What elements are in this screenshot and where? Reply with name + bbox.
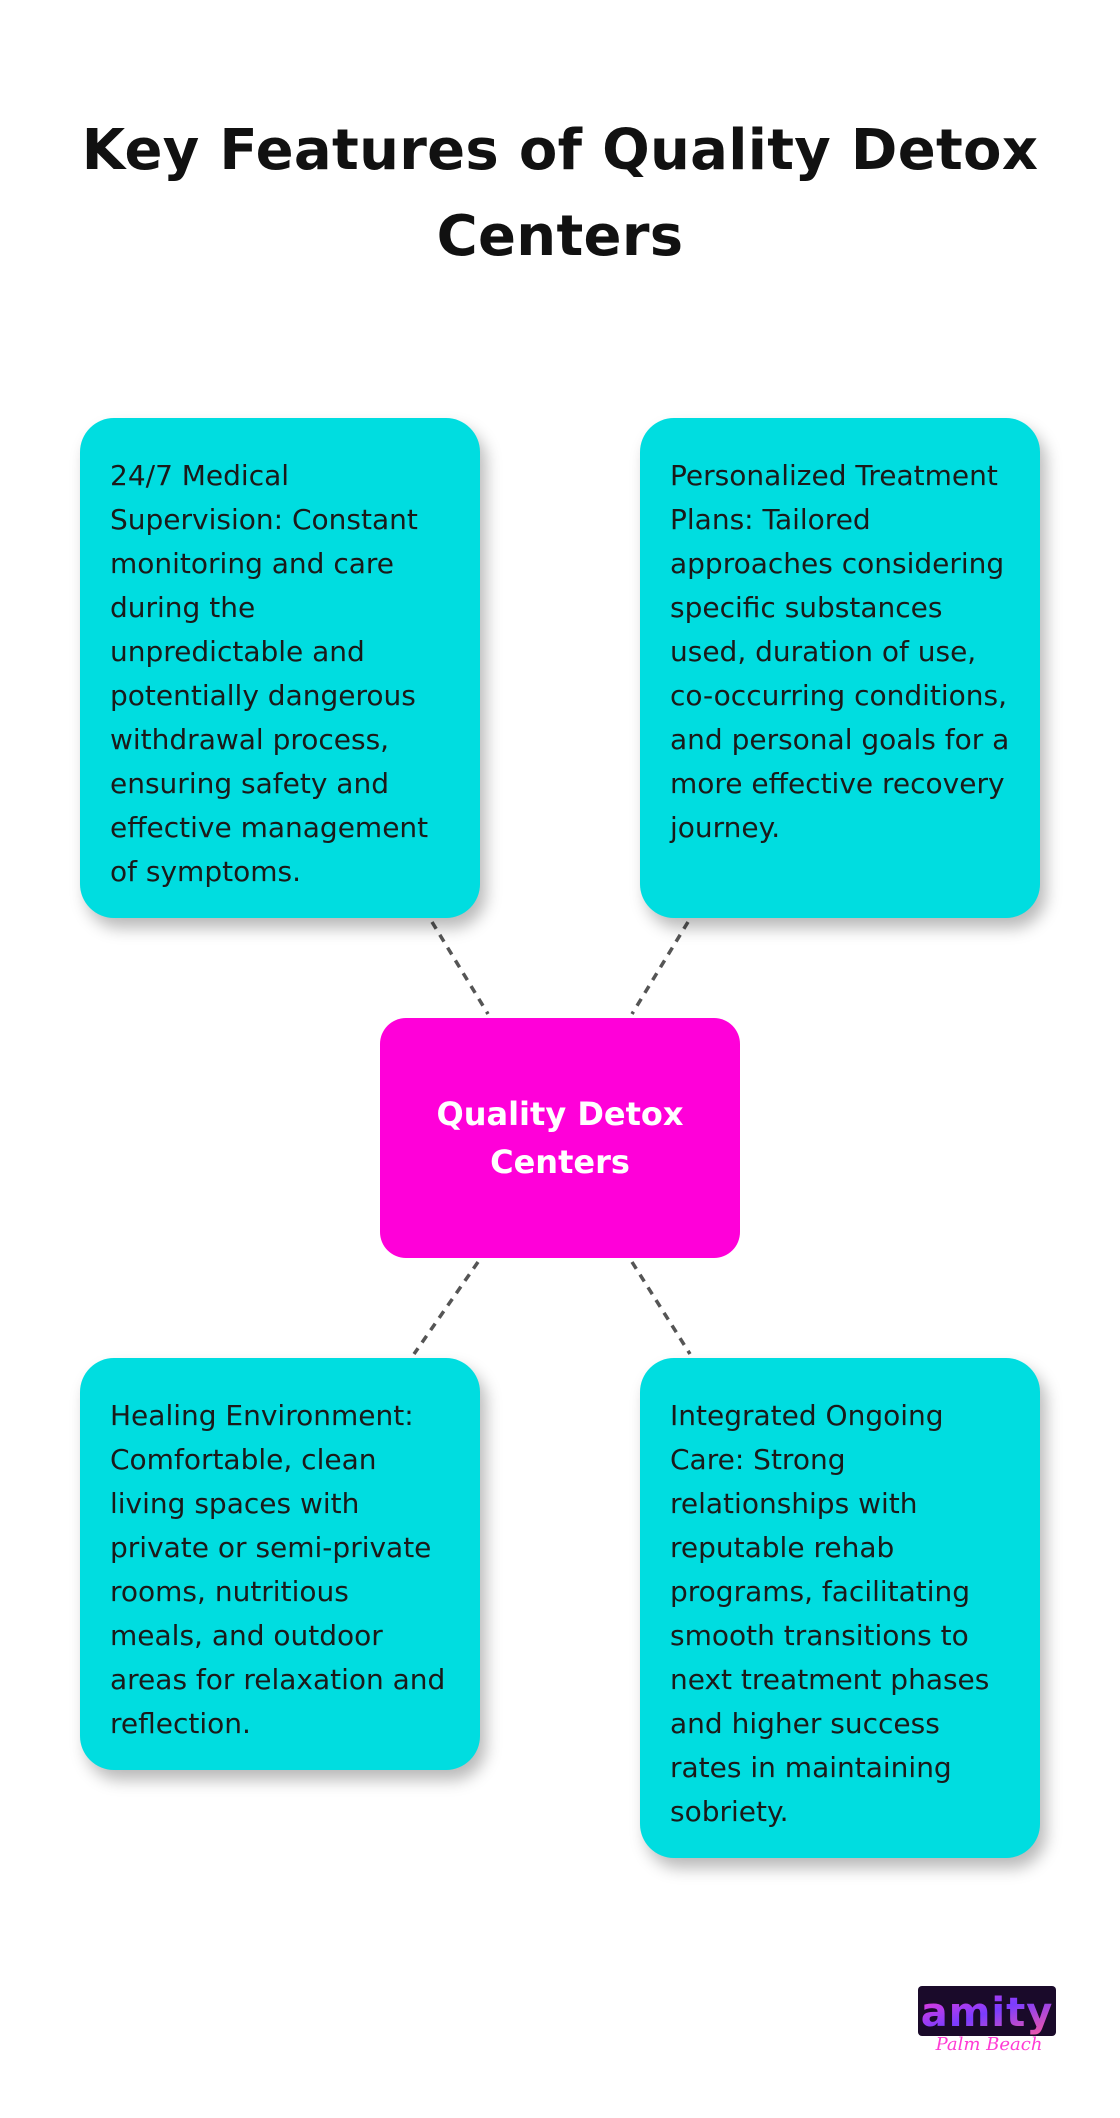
feature-card-text: Integrated Ongoing Care: Strong relation… xyxy=(670,1399,990,1828)
feature-card-healing-environment: Healing Environment: Comfortable, clean … xyxy=(80,1358,480,1770)
logo-brand: amity xyxy=(921,1990,1054,2036)
connector-bottom-right xyxy=(630,1261,692,1355)
feature-card-medical-supervision: 24/7 Medical Supervision: Constant monit… xyxy=(80,418,480,918)
feature-card-text: Healing Environment: Comfortable, clean … xyxy=(110,1399,446,1740)
logo-block xyxy=(918,1986,1056,2036)
feature-card-text: 24/7 Medical Supervision: Constant monit… xyxy=(110,459,429,888)
feature-card-personalized-treatment: Personalized Treatment Plans: Tailored a… xyxy=(640,418,1040,918)
diagram-title: Key Features of Quality Detox Centers xyxy=(81,118,1039,269)
logo-script: Palm Beach xyxy=(935,2034,1043,2055)
feature-card-text: Personalized Treatment Plans: Tailored a… xyxy=(670,459,1010,844)
connector-top-right xyxy=(630,921,690,1015)
connector-top-left xyxy=(430,921,490,1015)
feature-card-integrated-care: Integrated Ongoing Care: Strong relation… xyxy=(640,1358,1040,1858)
connector-bottom-left xyxy=(412,1261,480,1355)
central-node-label: Quality Detox Centers xyxy=(436,1095,684,1181)
central-node: Quality Detox Centers xyxy=(380,1018,740,1258)
amity-logo: amity Palm Beach xyxy=(918,1986,1056,2055)
